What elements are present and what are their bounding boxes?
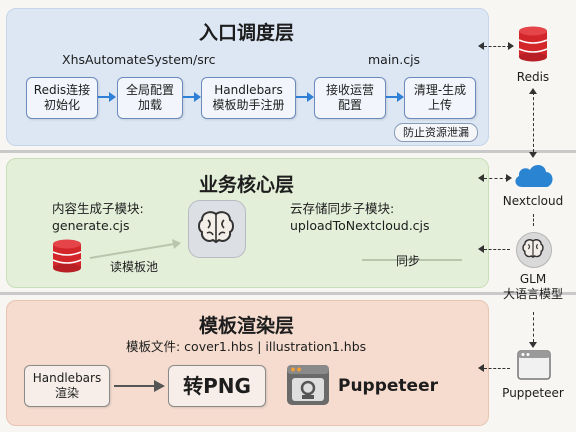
step-config-load: 全局配置 加载 <box>117 77 183 119</box>
upload-file-label: uploadToNextcloud.cjs <box>290 218 430 233</box>
main-file-label: main.cjs <box>368 52 421 67</box>
upload-module-label: 云存储同步子模块: <box>290 201 395 216</box>
convert-png-box: 转PNG <box>168 365 266 407</box>
arrowhead-up <box>529 88 537 94</box>
redis-label: Redis <box>516 70 550 84</box>
glm-icon-circle <box>516 232 552 268</box>
layer-separator <box>0 150 576 153</box>
core-nextcloud-connector <box>484 178 508 179</box>
sync-label: 同步 <box>396 254 421 268</box>
core-glm-connector <box>484 249 510 250</box>
glm-puppeteer-connector <box>533 312 534 342</box>
step-receive-config: 接收运营 配置 <box>314 77 386 119</box>
generate-module-label: 内容生成子模块: <box>52 201 144 216</box>
arrowhead-down <box>529 152 537 158</box>
business-core-layer <box>6 158 489 288</box>
layer-separator <box>0 292 576 295</box>
nextcloud-glm-connector <box>533 214 534 226</box>
core-layer-title: 业务核心层 <box>198 174 294 196</box>
arrowhead-left <box>478 174 484 182</box>
nextcloud-label: Nextcloud <box>502 194 564 208</box>
arrowhead-right <box>508 42 514 50</box>
database-icon <box>52 239 82 273</box>
browser-window-icon <box>287 365 329 405</box>
arrowhead-left <box>478 42 484 50</box>
puppeteer-right-label: Puppeteer <box>502 386 564 400</box>
step-redis-init: Redis连接 初始化 <box>26 77 98 119</box>
template-files-label: 模板文件: cover1.hbs | illustration1.hbs <box>126 339 367 354</box>
entry-layer-title: 入口调度层 <box>198 22 294 44</box>
glm-brain-icon <box>522 239 544 259</box>
render-puppeteer-connector <box>484 368 510 369</box>
render-layer-title: 模板渲染层 <box>198 315 294 337</box>
read-template-arrow <box>89 239 181 259</box>
sync-line <box>362 259 462 261</box>
flow-arrow <box>296 92 314 102</box>
cloud-icon <box>515 164 553 187</box>
flow-arrow <box>386 92 404 102</box>
generate-file-label: generate.cjs <box>52 218 130 233</box>
arrowhead-left <box>478 245 484 253</box>
source-path-label: XhsAutomateSystem/src <box>62 52 216 67</box>
glm-label: GLM 大语言模型 <box>502 272 563 301</box>
brain-icon <box>198 211 234 244</box>
puppeteer-window-icon <box>517 350 551 380</box>
arrowhead-down <box>529 342 537 348</box>
step-handlebars-register: Handlebars 模板助手注册 <box>201 77 296 119</box>
arrowhead-left <box>478 364 484 372</box>
puppeteer-label: Puppeteer <box>338 376 438 396</box>
redis-icon <box>518 26 548 62</box>
render-arrow <box>114 380 165 392</box>
read-template-label: 读模板池 <box>110 260 159 274</box>
step-cleanup-upload: 清理-生成 上传 <box>404 77 476 119</box>
resource-leak-badge: 防止资源泄漏 <box>394 123 478 142</box>
arrowhead-right <box>506 174 512 182</box>
entry-redis-connector <box>484 46 510 47</box>
flow-arrow <box>98 92 116 102</box>
flow-arrow <box>183 92 201 102</box>
handlebars-render-box: Handlebars 渲染 <box>24 365 110 407</box>
redis-nextcloud-connector <box>533 92 534 152</box>
